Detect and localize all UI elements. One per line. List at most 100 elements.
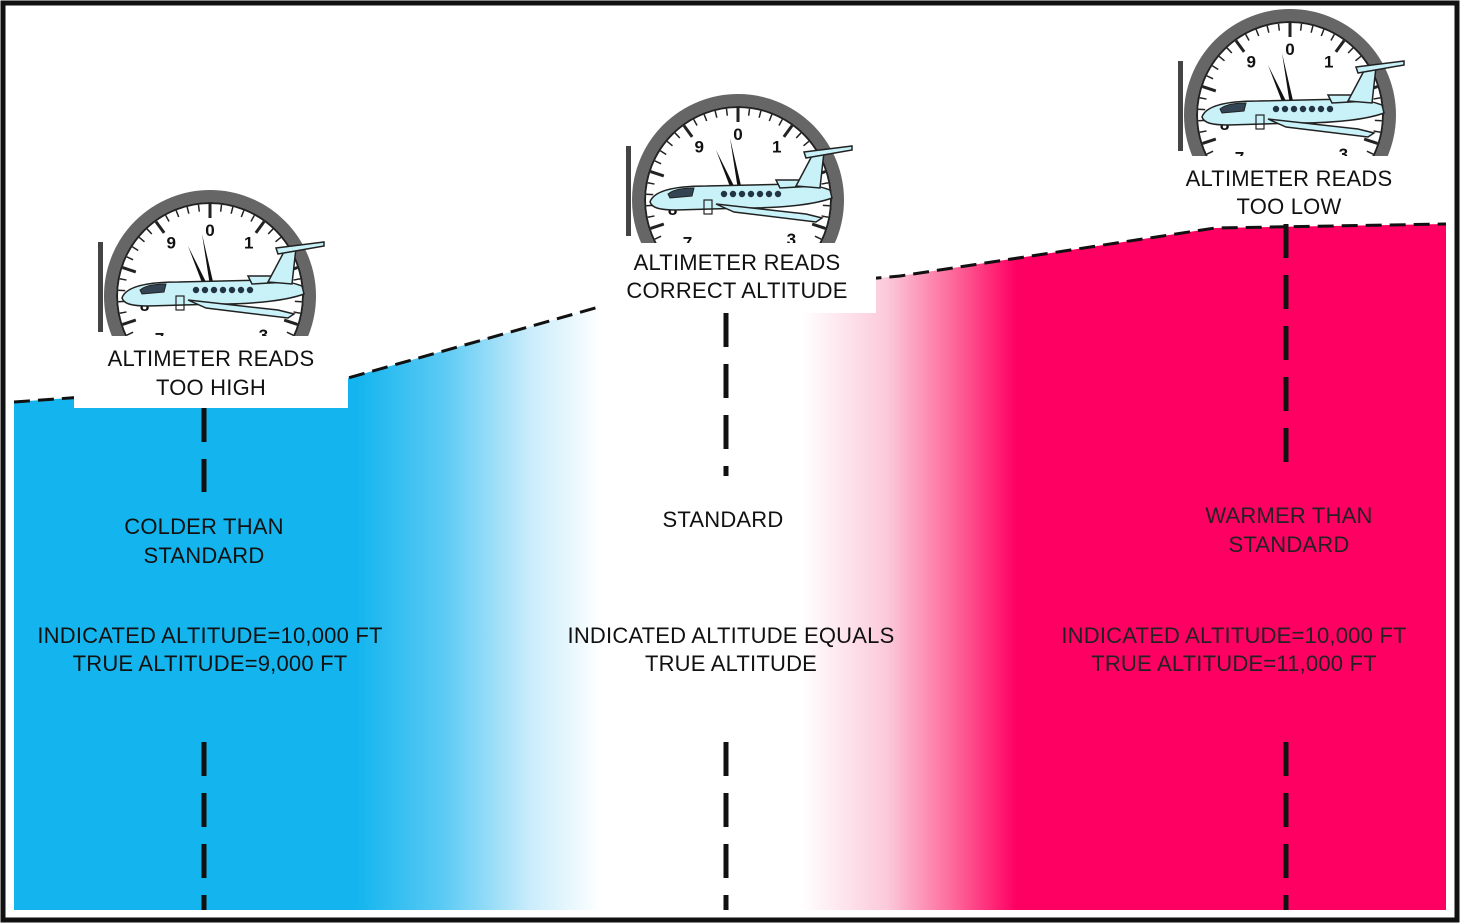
- gauge-tick: [693, 119, 698, 126]
- altitude-comparison-label: INDICATED ALTITUDE EQUALS: [568, 623, 895, 648]
- gauge-tick: [814, 235, 822, 240]
- altimeter-label-box-warm: [1163, 156, 1415, 222]
- gauge-tick: [1330, 34, 1335, 41]
- gauge-tick: [725, 108, 729, 116]
- gauge-tick: [131, 246, 139, 252]
- gauge-tick: [293, 311, 301, 314]
- altitude-comparison-label: INDICATED ALTITUDE=10,000 FT: [1061, 623, 1406, 648]
- gauge-tick: [186, 206, 190, 214]
- gauge-tick: [647, 182, 655, 185]
- gauge-tick: [1299, 23, 1303, 31]
- gauge-tick: [122, 266, 137, 274]
- altitude-comparison-label: TRUE ALTITUDE: [645, 651, 817, 676]
- gauge-tick: [1199, 97, 1207, 100]
- gauge-tick: [1234, 39, 1246, 53]
- gauge-tick: [778, 119, 783, 126]
- gauge-numeral: 9: [694, 138, 703, 157]
- altimeter-label-boxes: [74, 156, 1415, 408]
- temperature-condition-label: COLDER THAN: [124, 514, 284, 539]
- gauge-tick: [230, 206, 234, 214]
- diagram-text: ALTIMETER READS TOO HIGH COLDER THAN STANDA…: [37, 166, 1406, 676]
- gauge-tick: [647, 215, 655, 218]
- gauge-needle-long: [202, 234, 214, 286]
- gauge-numeral: 1: [244, 234, 253, 253]
- gauge-tick: [782, 124, 794, 138]
- gauge-tick: [714, 110, 718, 118]
- gauge-bracket: [626, 146, 631, 236]
- temperature-gradient-area: [14, 224, 1446, 910]
- altimeter-reading-label: ALTIMETER READS: [108, 346, 315, 371]
- aircraft-icon: [121, 241, 325, 319]
- altitude-comparison-label: TRUE ALTITUDE=9,000 FT: [73, 651, 348, 676]
- gauge-tick: [1199, 130, 1207, 133]
- gauge-tick: [1202, 137, 1217, 145]
- gauge-tick: [1347, 47, 1354, 54]
- altimeter-label-box-cold: [74, 336, 348, 408]
- gauge-bracket: [98, 242, 103, 332]
- gauge-needle-long: [1282, 53, 1294, 105]
- gauge-tick: [682, 124, 694, 138]
- gauge-numeral: 9: [166, 234, 175, 253]
- gauge-tick: [650, 222, 665, 230]
- gauge-tick: [1206, 75, 1214, 80]
- gauge-tick: [747, 108, 751, 116]
- gauge-tick: [1226, 47, 1233, 54]
- gauge-needle-short: [716, 150, 736, 192]
- gauge-tick: [1355, 55, 1362, 62]
- aircraft-icon: [649, 145, 853, 223]
- altimeter-reading-label: ALTIMETER READS: [1186, 166, 1393, 191]
- gauge-numeral: 3: [787, 230, 796, 249]
- gauge-numeral: 0: [733, 125, 742, 144]
- gauge-tick: [821, 182, 829, 185]
- gauge-tick: [122, 318, 137, 326]
- gauge-tick: [654, 160, 662, 165]
- gauge-tick: [1366, 150, 1374, 155]
- gauge-tick: [659, 150, 667, 156]
- gauge-tick: [293, 278, 301, 281]
- altimeter-reading-label: ALTIMETER READS: [634, 250, 841, 275]
- gauge-tick: [1202, 85, 1217, 93]
- gauge-tick: [768, 114, 773, 122]
- gauge-numeral: 1: [1324, 53, 1333, 72]
- gauge-numeral: 1: [772, 138, 781, 157]
- gauge-tick: [803, 140, 810, 147]
- gauge-tick: [654, 235, 662, 240]
- gauge-tick: [795, 132, 802, 139]
- gauge-tick: [126, 256, 134, 261]
- gauge-tick: [254, 220, 266, 234]
- altitude-comparison-label: INDICATED ALTITUDE=10,000 FT: [37, 623, 382, 648]
- temperature-condition-label: STANDARD: [1229, 532, 1350, 557]
- gauge-numeral: 3: [1339, 145, 1348, 164]
- altimeter-label-box-standard: [598, 243, 876, 313]
- gauge-tick: [250, 215, 255, 222]
- gauge-tick: [1266, 25, 1270, 33]
- gauge-tick: [197, 204, 201, 212]
- gauge-tick: [119, 311, 127, 314]
- column-dashed-lines: [201, 224, 1289, 910]
- gauge-tick: [240, 210, 245, 218]
- gauge-tick: [811, 222, 826, 230]
- gauge-bracket: [1178, 61, 1183, 151]
- altimeter-reading-label: TOO LOW: [1237, 194, 1342, 219]
- gauge-tick: [1211, 65, 1219, 71]
- gauge-tick: [146, 228, 153, 235]
- gauge-tick: [758, 110, 762, 118]
- gauge-needle-short: [188, 246, 208, 288]
- gauge-tick: [1310, 25, 1314, 33]
- gauge-tick: [650, 170, 665, 178]
- gauge-tick: [666, 140, 673, 147]
- gauge-tick: [1245, 34, 1250, 41]
- gauge-numeral: 3: [259, 326, 268, 345]
- gauge-needle-short: [1268, 65, 1288, 107]
- altimeter-reading-label: TOO HIGH: [156, 375, 266, 400]
- gauge-tick: [1255, 29, 1260, 37]
- gauge-tick: [138, 236, 145, 243]
- gauge-tick: [1277, 23, 1281, 31]
- altimeter-reading-label: CORRECT ALTITUDE: [626, 278, 847, 303]
- gauge-tick: [154, 220, 166, 234]
- gauge-numeral: 9: [1246, 53, 1255, 72]
- gauge-tick: [1206, 150, 1214, 155]
- gauge-needle-long: [730, 138, 742, 190]
